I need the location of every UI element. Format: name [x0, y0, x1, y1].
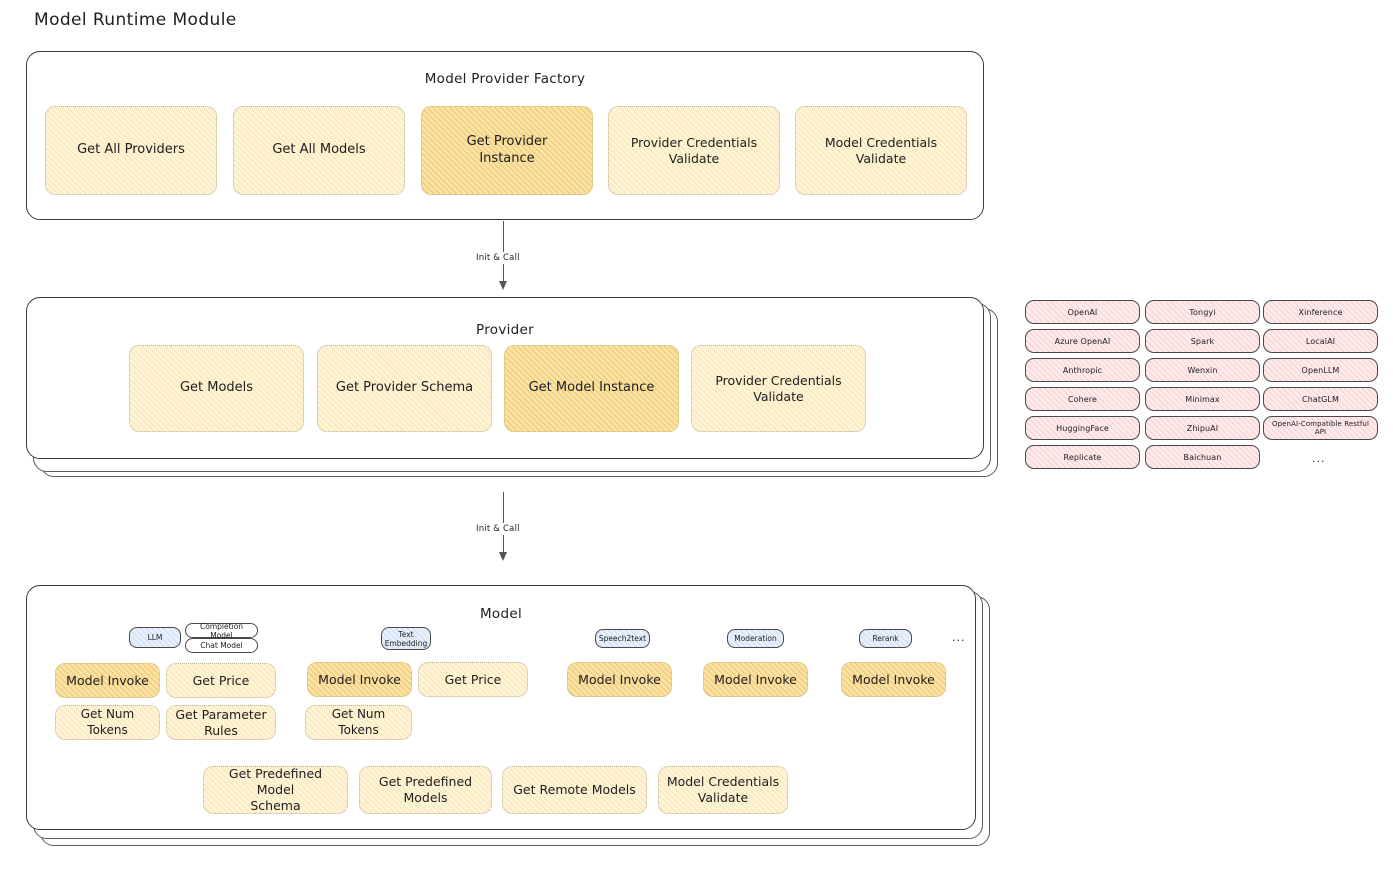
model-types-more: ...	[952, 631, 966, 644]
provider-title: Provider	[476, 322, 534, 338]
arrow-provider-to-model-label: Init & Call	[472, 523, 524, 535]
factory-node-get-provider-instance[interactable]: Get Provider Instance	[421, 106, 593, 195]
provider-node-get-models[interactable]: Get Models	[129, 345, 304, 432]
provider-chip-spark[interactable]: Spark	[1145, 329, 1260, 353]
model-badge-rerank[interactable]: Rerank	[859, 629, 912, 648]
provider-node-provider-credentials-validate[interactable]: Provider Credentials Validate	[691, 345, 866, 432]
provider-chip-anthropic[interactable]: Anthropic	[1025, 358, 1140, 382]
provider-chip-azure-openai[interactable]: Azure OpenAI	[1025, 329, 1140, 353]
provider-chip-wenxin[interactable]: Wenxin	[1145, 358, 1260, 382]
provider-chip-minimax[interactable]: Minimax	[1145, 387, 1260, 411]
model-llm-node-get-num-tokens[interactable]: Get Num Tokens	[55, 705, 160, 740]
provider-chip-tongyi[interactable]: Tongyi	[1145, 300, 1260, 324]
page-title: Model Runtime Module	[34, 10, 237, 30]
model-moderation-node-model-invoke[interactable]: Model Invoke	[703, 662, 808, 697]
provider-chip-baichuan[interactable]: Baichuan	[1145, 445, 1260, 469]
provider-chip-openai[interactable]: OpenAI	[1025, 300, 1140, 324]
model-llm-node-get-parameter-rules[interactable]: Get Parameter Rules	[166, 705, 276, 740]
provider-list-more: ...	[1312, 452, 1326, 465]
provider-chip-cohere[interactable]: Cohere	[1025, 387, 1140, 411]
model-textembedding-node-get-num-tokens[interactable]: Get Num Tokens	[305, 705, 412, 740]
model-badge-speech2text[interactable]: Speech2text	[595, 629, 650, 648]
provider-chip-xinference[interactable]: Xinference	[1263, 300, 1378, 324]
provider-chip-openllm[interactable]: OpenLLM	[1263, 358, 1378, 382]
model-rerank-node-model-invoke[interactable]: Model Invoke	[841, 662, 946, 697]
model-common-node-get-predefined-model-schema[interactable]: Get Predefined Model Schema	[203, 766, 348, 814]
model-llm-node-get-price[interactable]: Get Price	[166, 663, 276, 698]
provider-chip-chatglm[interactable]: ChatGLM	[1263, 387, 1378, 411]
factory-node-provider-credentials-validate[interactable]: Provider Credentials Validate	[608, 106, 780, 195]
arrow-factory-to-provider-label: Init & Call	[472, 252, 524, 264]
provider-node-get-model-instance[interactable]: Get Model Instance	[504, 345, 679, 432]
model-title: Model	[479, 606, 523, 622]
model-textembedding-node-get-price[interactable]: Get Price	[418, 662, 528, 697]
arrow-factory-to-provider-head	[499, 281, 507, 290]
provider-chip-huggingface[interactable]: HuggingFace	[1025, 416, 1140, 440]
model-speech2text-node-model-invoke[interactable]: Model Invoke	[567, 662, 672, 697]
model-badge-completion-model[interactable]: Completion Model	[185, 622, 258, 640]
model-badge-chat-model[interactable]: Chat Model	[185, 638, 258, 653]
model-common-node-model-credentials-validate[interactable]: Model Credentials Validate	[658, 766, 788, 814]
provider-node-get-provider-schema[interactable]: Get Provider Schema	[317, 345, 492, 432]
provider-chip-replicate[interactable]: Replicate	[1025, 445, 1140, 469]
factory-node-get-all-models[interactable]: Get All Models	[233, 106, 405, 195]
factory-title: Model Provider Factory	[424, 71, 586, 87]
provider-chip-openai-compatible-restful-api[interactable]: OpenAI-Compatible Restful API	[1263, 416, 1378, 440]
provider-chip-localai[interactable]: LocalAI	[1263, 329, 1378, 353]
model-textembedding-node-model-invoke[interactable]: Model Invoke	[307, 662, 412, 697]
model-badge-text-embedding[interactable]: Text Embedding	[381, 627, 431, 650]
model-llm-node-model-invoke[interactable]: Model Invoke	[55, 663, 160, 698]
provider-chip-zhipuai[interactable]: ZhipuAI	[1145, 416, 1260, 440]
model-badge-llm[interactable]: LLM	[129, 627, 181, 648]
model-common-node-get-remote-models[interactable]: Get Remote Models	[502, 766, 647, 814]
model-common-node-get-predefined-models[interactable]: Get Predefined Models	[359, 766, 492, 814]
arrow-provider-to-model-head	[499, 552, 507, 561]
factory-node-get-all-providers[interactable]: Get All Providers	[45, 106, 217, 195]
factory-node-model-credentials-validate[interactable]: Model Credentials Validate	[795, 106, 967, 195]
model-badge-moderation[interactable]: Moderation	[727, 629, 784, 648]
